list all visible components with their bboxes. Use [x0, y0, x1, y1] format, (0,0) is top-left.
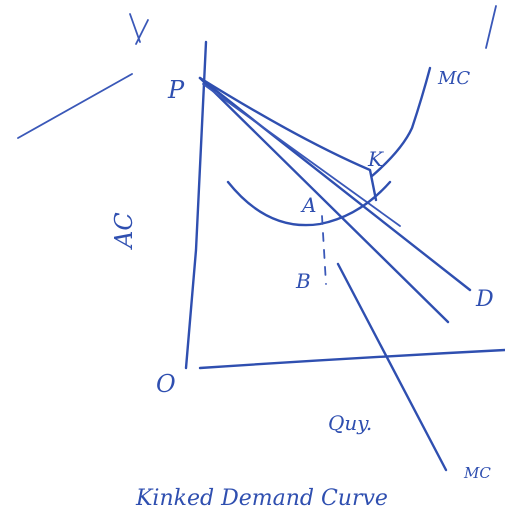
demand-line-pk	[200, 78, 376, 200]
mc-line-lower	[338, 264, 446, 470]
demand-line-pd	[200, 78, 470, 290]
x-axis	[200, 350, 505, 368]
demand-line-steep	[200, 78, 448, 322]
caption: Kinked Demand Curve	[135, 486, 388, 511]
y-axis	[186, 42, 206, 368]
stray-stroke-right	[486, 6, 496, 48]
label-mc-bottom: MC	[463, 464, 491, 482]
stray-mark-top	[130, 14, 148, 44]
label-b: B	[295, 269, 311, 293]
label-mc-top: MC	[437, 68, 470, 89]
dashed-drop-a-b	[322, 216, 326, 284]
label-d: D	[475, 287, 494, 312]
y-axis-label: AC	[110, 212, 138, 250]
label-origin: O	[156, 370, 176, 398]
label-k: K	[367, 147, 384, 171]
stray-stroke-left	[18, 74, 132, 138]
label-p: P	[167, 76, 185, 104]
label-a: A	[300, 193, 316, 217]
x-axis-label: Quy.	[328, 411, 372, 435]
